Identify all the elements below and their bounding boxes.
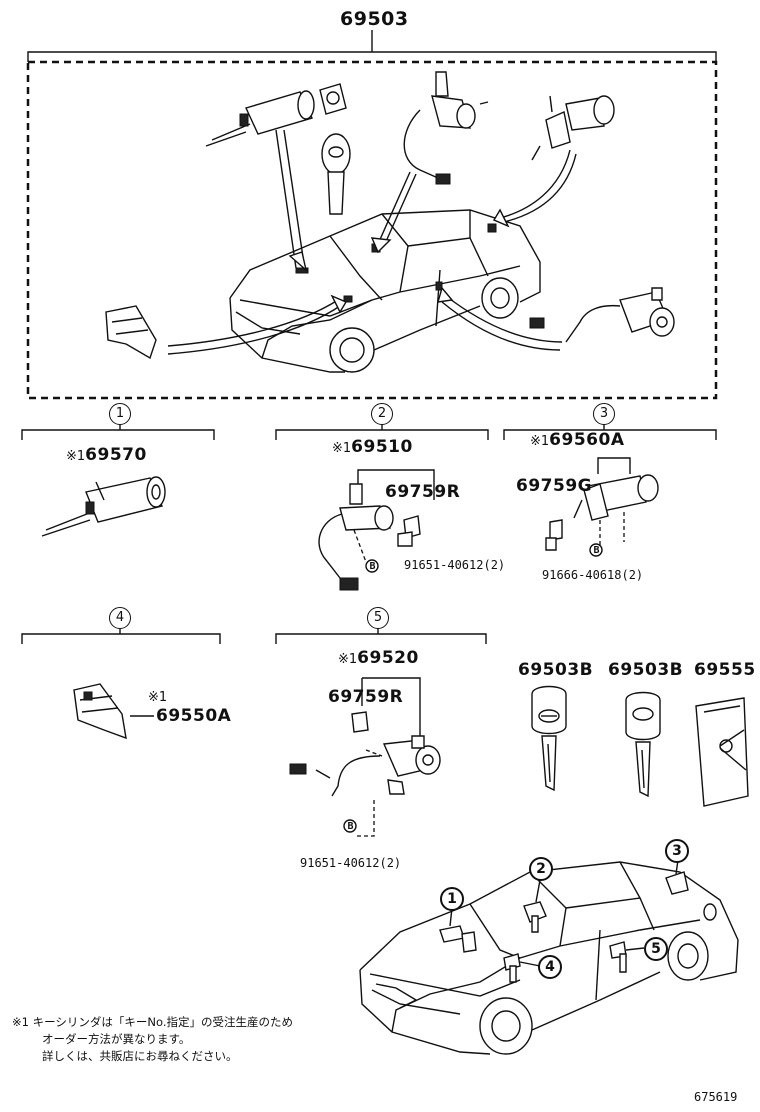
section-5-sub-part-number: 69759R xyxy=(328,687,404,707)
footnote: ※1 キーシリンダは「キーNo.指定」の受注生産のため オーダー方法が異なります… xyxy=(12,1014,293,1065)
section-1-mark: ※1 xyxy=(66,449,86,464)
assembly-bracket xyxy=(27,30,717,62)
section-2-label: ※169510 xyxy=(332,437,413,457)
section-2-bolt-mark: B xyxy=(369,561,376,572)
section5-drawing xyxy=(289,677,441,837)
section-3-sub-part-number: 69759G xyxy=(516,476,593,496)
section-2-mark: ※1 xyxy=(332,441,352,456)
top-arrows xyxy=(167,129,577,355)
footnote-line-2: オーダー方法が異なります。 xyxy=(42,1032,191,1046)
section-5-bolt-mark: B xyxy=(347,821,354,832)
car-callout-1: 1 xyxy=(440,887,464,911)
section-3-index: 3 xyxy=(593,403,615,425)
top-key xyxy=(319,83,351,215)
top-ignition-cylinder xyxy=(205,90,315,147)
assembly-dashed-frame xyxy=(26,60,718,400)
section-5-label: ※169520 xyxy=(338,648,419,668)
section3-drawing xyxy=(545,457,659,557)
figure-number: 675619 xyxy=(694,1090,738,1104)
footnote-line-1: ※1 キーシリンダは「キーNo.指定」の受注生産のため xyxy=(12,1015,293,1029)
section2-drawing xyxy=(318,469,435,591)
top-door-lock xyxy=(403,71,489,185)
section4-drawing xyxy=(73,683,154,740)
section-2-bolt-part-number: 91651-40612(2) xyxy=(404,558,506,572)
bottom-car-markers xyxy=(439,859,689,983)
key-2-drawing xyxy=(625,691,661,798)
top-hood-lock xyxy=(105,305,157,360)
section-2-part-number: 69510 xyxy=(351,437,413,457)
car-callout-4: 4 xyxy=(538,955,562,979)
footnote-line-3: 詳しくは、共販店にお尋ねください。 xyxy=(42,1049,238,1063)
section-5-bolt-part-number: 91651-40612(2) xyxy=(300,856,402,870)
key-2-part-number: 69503B xyxy=(608,660,684,680)
car-callout-3: 3 xyxy=(665,839,689,863)
section-3-part-number: 69560A xyxy=(549,430,625,450)
top-passenger-lock xyxy=(529,287,675,343)
section-4-part-number: 69550A xyxy=(156,706,232,726)
section-1-index: 1 xyxy=(109,403,131,425)
section-3-mark: ※1 xyxy=(530,434,550,449)
section-header-lines xyxy=(21,424,717,644)
key-case-drawing xyxy=(695,697,749,807)
key-1-drawing xyxy=(531,685,567,792)
section-3-bolt-part-number: 91666-40618(2) xyxy=(542,568,644,582)
section-1-part-number: 69570 xyxy=(85,445,147,465)
car-callout-5: 5 xyxy=(644,937,668,961)
section-3-bolt-mark: B xyxy=(593,545,600,556)
footnote-mark: ※1 xyxy=(12,1015,29,1029)
assembly-part-number: 69503 xyxy=(340,8,409,30)
section1-cylinder-drawing xyxy=(41,476,166,537)
top-trunk-lock xyxy=(531,95,615,161)
section-5-mark: ※1 xyxy=(338,652,358,667)
section-2-sub-part-number: 69759R xyxy=(385,482,461,502)
top-car-illustration xyxy=(229,209,541,373)
car-callout-2: 2 xyxy=(529,857,553,881)
key-case-part-number: 69555 xyxy=(694,660,756,680)
section-3-label: ※169560A xyxy=(530,430,624,450)
section-5-part-number: 69520 xyxy=(357,648,419,668)
section-2-index: 2 xyxy=(371,403,393,425)
section-4-mark: ※1 xyxy=(148,690,168,705)
key-1-part-number: 69503B xyxy=(518,660,594,680)
section-1-label: ※169570 xyxy=(66,445,147,465)
section-4-index: 4 xyxy=(109,607,131,629)
section-5-index: 5 xyxy=(367,607,389,629)
